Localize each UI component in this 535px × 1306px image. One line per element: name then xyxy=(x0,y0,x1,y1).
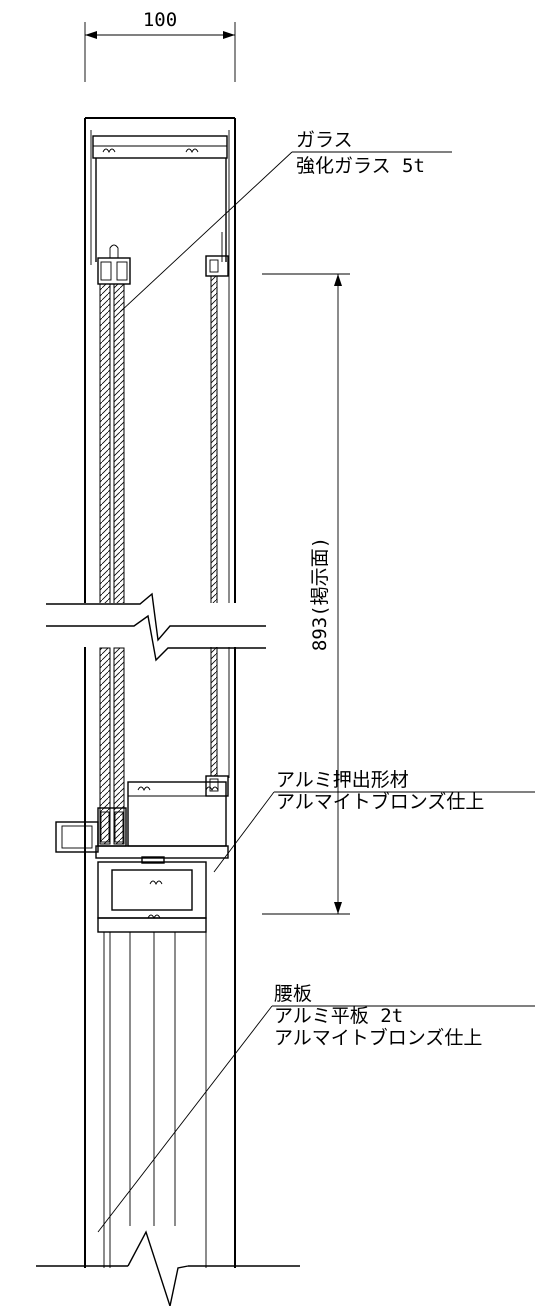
display-panel-right xyxy=(210,275,218,777)
glass-callout: ガラス 強化ガラス 5t xyxy=(119,129,452,313)
ground-break-line xyxy=(36,1226,300,1306)
glass-title: ガラス xyxy=(296,129,353,151)
break-line xyxy=(46,592,266,662)
head-profile xyxy=(92,135,228,262)
sill-profile xyxy=(55,775,229,864)
glass-spec: 強化ガラス 5t xyxy=(296,155,425,177)
height-dimension-label: 893(掲示面) xyxy=(309,537,331,651)
top-glass-clip-left xyxy=(97,244,131,285)
waist-panel-spec-2: アルマイトブロンズ仕上 xyxy=(274,1026,482,1049)
frame-spec: アルマイトブロンズ仕上 xyxy=(276,790,484,813)
frame-callout: アルミ押出形材 アルマイトブロンズ仕上 xyxy=(213,769,535,873)
width-dimension-label: 100 xyxy=(143,9,177,31)
waist-frame xyxy=(97,861,207,1268)
waist-panel-spec-1: アルミ平板 2t xyxy=(274,1005,403,1027)
top-glass-clip-right xyxy=(205,255,229,277)
width-dimension: 100 xyxy=(84,9,236,82)
glass-panes-left xyxy=(99,283,125,845)
outer-frame xyxy=(84,117,236,1268)
waist-panel-callout: 腰板 アルミ平板 2t アルマイトブロンズ仕上 xyxy=(97,983,535,1233)
waist-panel-title: 腰板 xyxy=(274,983,312,1005)
height-dimension: 893(掲示面) xyxy=(262,273,350,915)
frame-title: アルミ押出形材 xyxy=(276,769,409,791)
